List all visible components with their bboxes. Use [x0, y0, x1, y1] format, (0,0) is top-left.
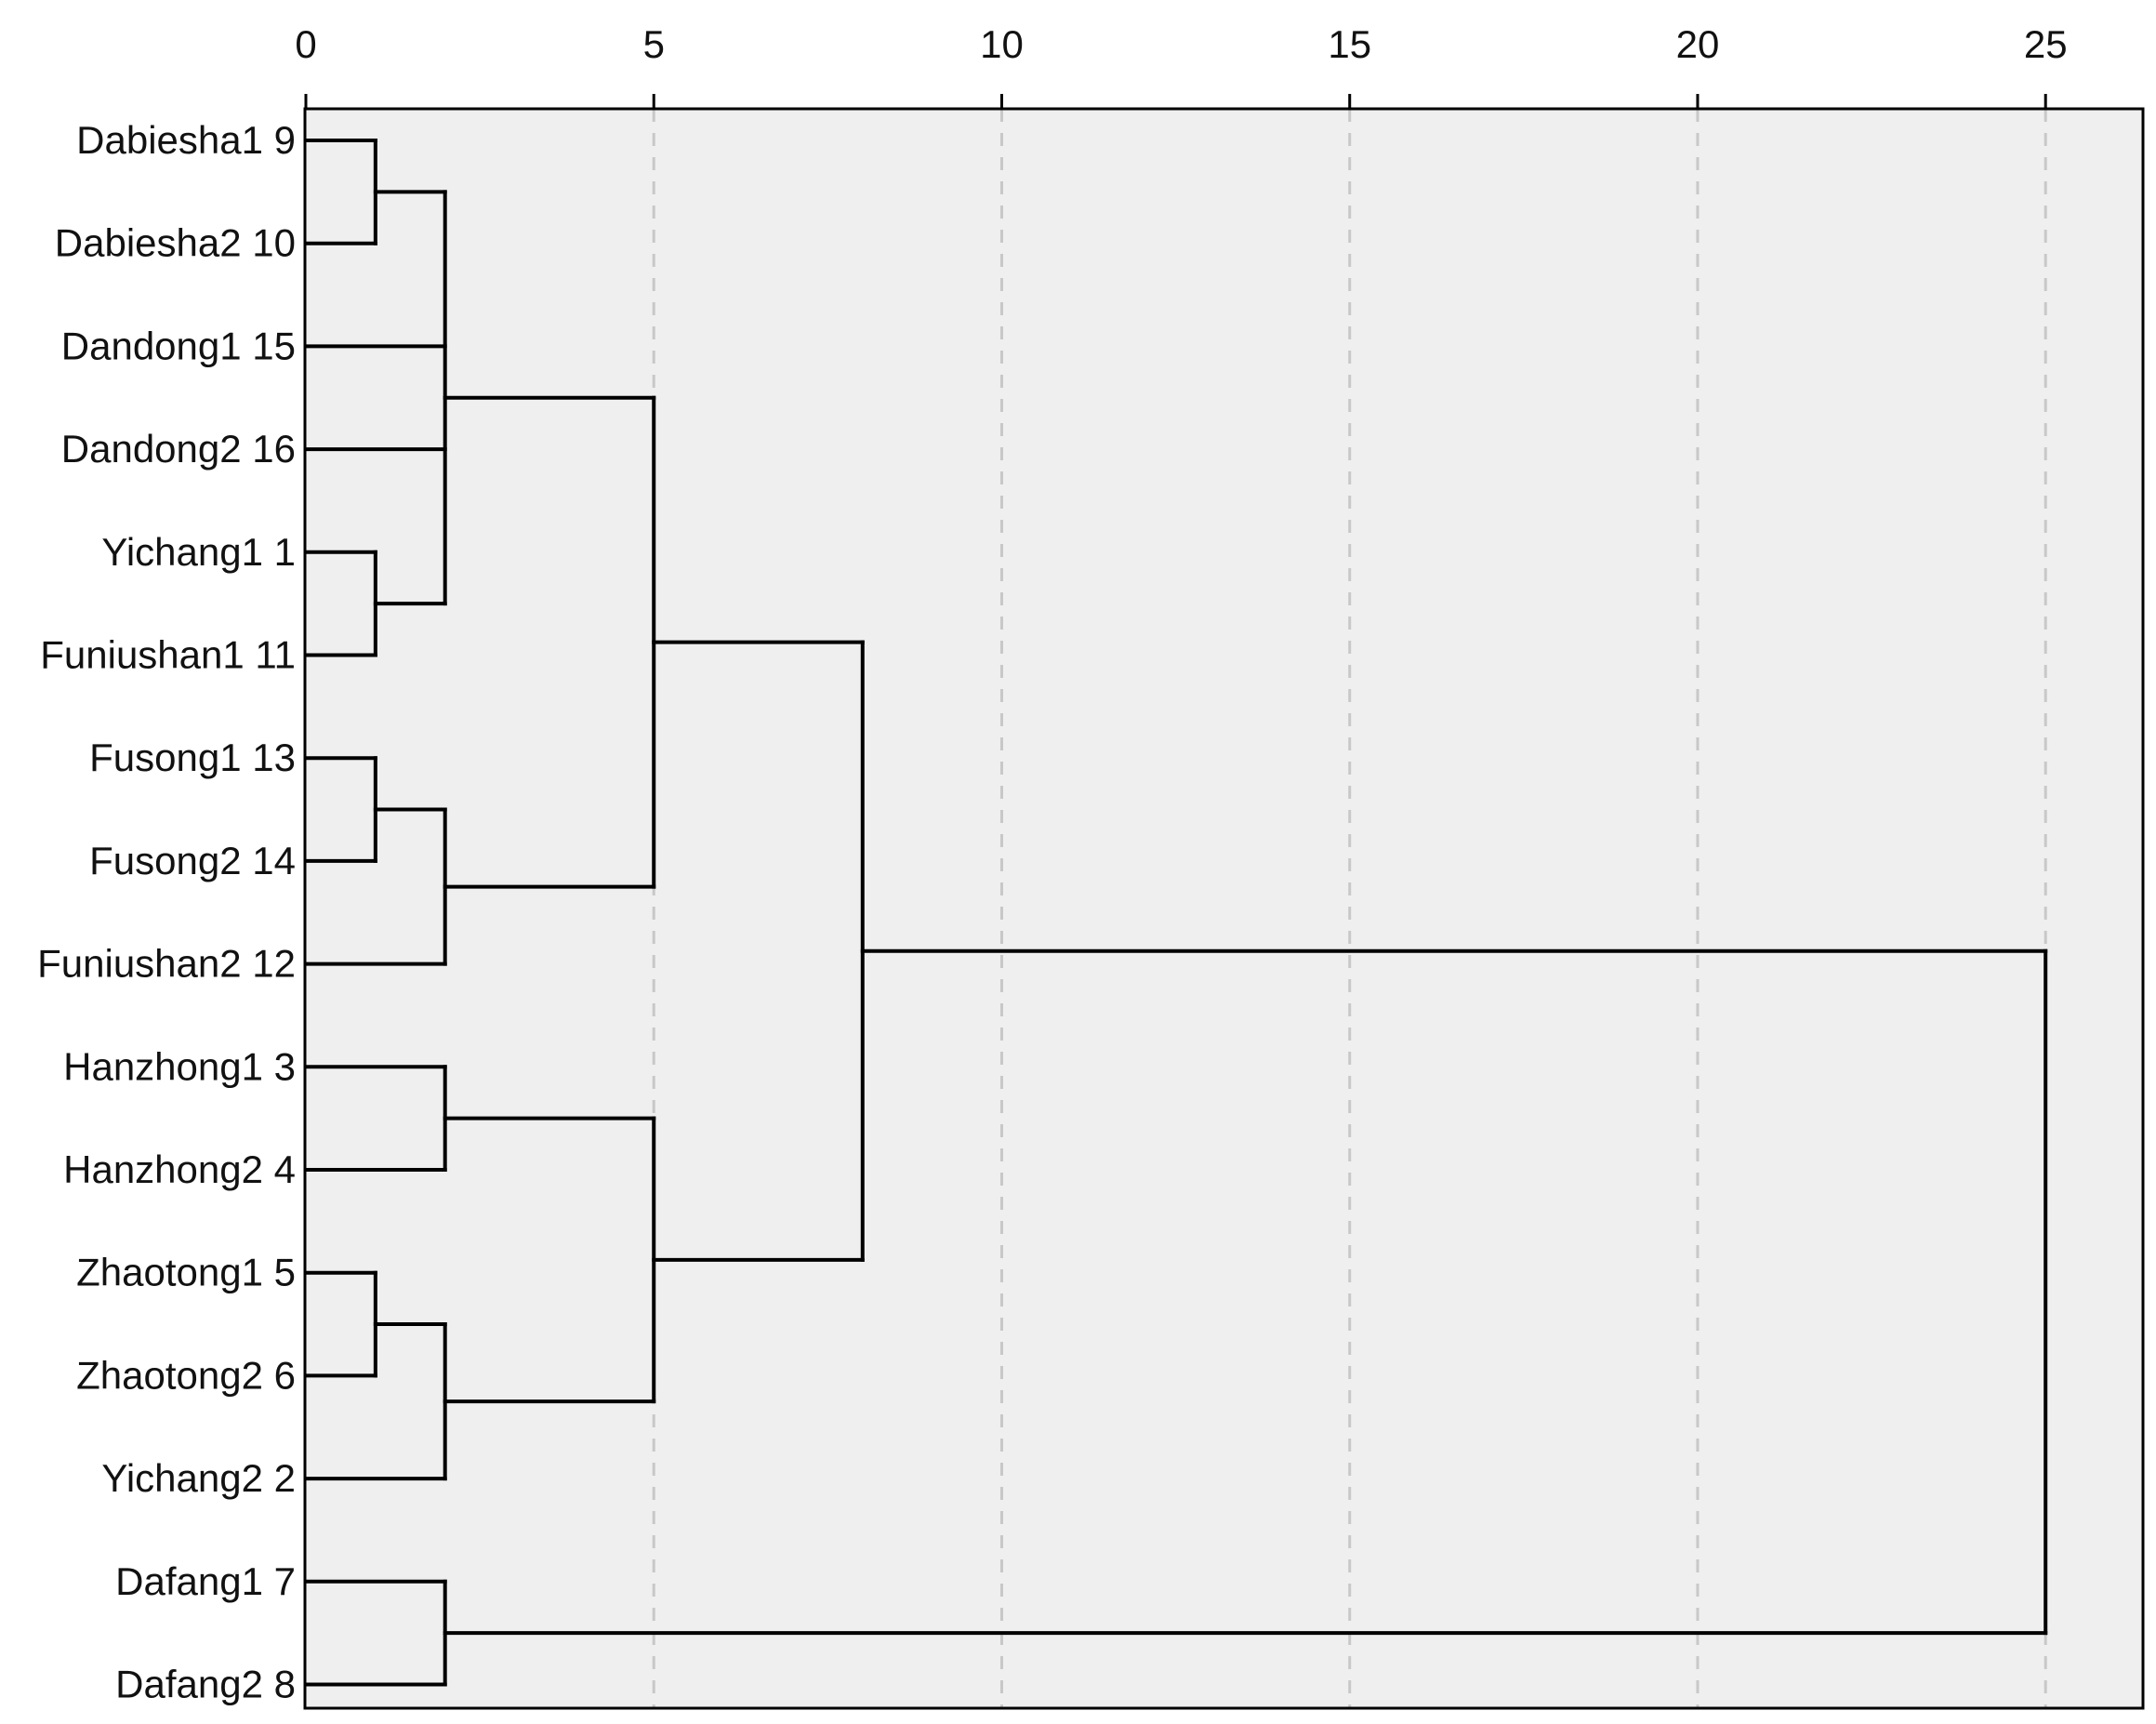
leaf-label: Zhaotong2 6 [76, 1353, 296, 1397]
leaf-label: Yichang2 2 [101, 1456, 296, 1500]
leaf-label: Funiushan2 12 [37, 942, 296, 986]
x-axis-ticks: 0 5 10 15 20 25 [295, 22, 2068, 109]
leaf-labels: Dabiesha1 9 Dabiesha2 10 Dandong1 15 Dandon… [37, 118, 296, 1706]
x-tick-label-0: 0 [295, 22, 316, 66]
leaf-label: Dandong2 16 [61, 427, 296, 471]
grid-lines [652, 109, 2047, 1708]
leaf-label: Fusong1 13 [89, 736, 296, 779]
leaf-label: Yichang1 1 [101, 530, 296, 574]
x-tick-label-15: 15 [1328, 22, 1371, 66]
leaf-label: Dabiesha1 9 [76, 118, 296, 162]
plot-background [305, 109, 2143, 1708]
leaf-label: Fusong2 14 [89, 839, 296, 882]
x-tick-label-25: 25 [2024, 22, 2068, 66]
leaf-label: Dabiesha2 10 [55, 221, 296, 265]
leaf-label: Dafang2 8 [115, 1663, 296, 1706]
plot-frame [303, 107, 2145, 1710]
leaf-label: Hanzhong1 3 [63, 1044, 296, 1088]
leaf-label: Hanzhong2 4 [63, 1147, 296, 1191]
x-tick-label-20: 20 [1676, 22, 1720, 66]
dendrogram-links [304, 139, 2048, 1687]
leaf-label: Zhaotong1 5 [76, 1251, 296, 1294]
leaf-label: Dafang1 7 [115, 1559, 296, 1603]
x-tick-label-10: 10 [980, 22, 1024, 66]
leaf-label: Dandong1 15 [61, 324, 296, 367]
leaf-label: Funiushan1 11 [40, 633, 296, 677]
x-tick-label-5: 5 [643, 22, 665, 66]
